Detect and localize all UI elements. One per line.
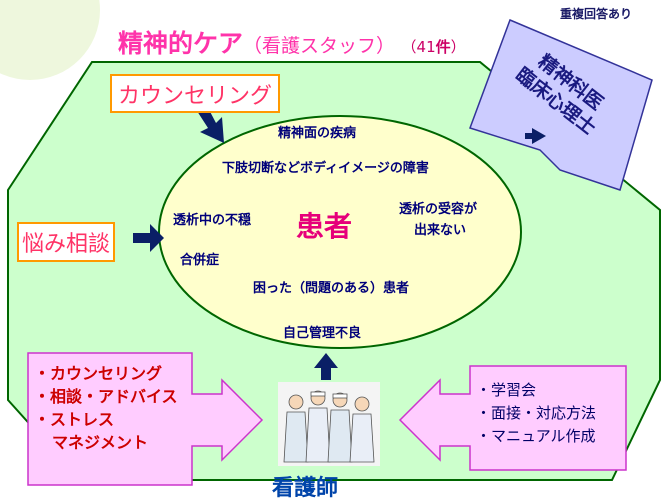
issue-mental-illness: 精神面の疾病 bbox=[278, 126, 357, 141]
issue-difficult-patient: 困った（問題のある）患者 bbox=[253, 281, 410, 296]
support-list: ・学習会 ・面接・対応方法 ・マニュアル作成 bbox=[476, 379, 596, 448]
list-item: ・ストレス bbox=[34, 410, 115, 429]
issue-dialysis-acceptance-1: 透析の受容が bbox=[399, 202, 478, 217]
nurse-actions-arrow-box bbox=[27, 352, 264, 486]
support-arrow-box bbox=[398, 365, 627, 471]
psychiatry-box bbox=[469, 19, 653, 191]
page-title: 精神的ケア（看護スタッフ）（41件） bbox=[118, 29, 466, 58]
worry-consultation-box: 悩み相談 bbox=[17, 222, 116, 262]
arrow-icon bbox=[314, 353, 338, 380]
arrow-icon bbox=[133, 224, 164, 252]
nurse-group-icon bbox=[278, 382, 380, 466]
list-item: ・学習会 bbox=[476, 381, 537, 399]
arrow-icon bbox=[197, 104, 224, 143]
patient-ellipse bbox=[158, 115, 522, 349]
issue-poor-self-management: 自己管理不良 bbox=[283, 326, 362, 341]
list-item: ・マニュアル作成 bbox=[476, 427, 596, 445]
arrow-icon bbox=[525, 128, 546, 144]
list-item: ・面接・対応方法 bbox=[476, 404, 597, 422]
duplicate-answer-note: 重複回答あり bbox=[560, 7, 633, 21]
counseling-box: カウンセリング bbox=[110, 74, 281, 113]
issue-dialysis-acceptance-2: 出来ない bbox=[414, 223, 467, 238]
issue-dialysis-agitation: 透析中の不穏 bbox=[173, 213, 252, 228]
issue-body-image: 下肢切断などボディイメージの障害 bbox=[222, 161, 429, 176]
list-item: マネジメント bbox=[52, 433, 149, 452]
nurse-label: 看護師 bbox=[272, 476, 339, 501]
issue-complications: 合併症 bbox=[180, 253, 220, 268]
nurse-actions-list: ・カウンセリング ・相談・アドバイス ・ストレス マネジメント bbox=[34, 362, 178, 454]
decoration-circle bbox=[0, 0, 100, 80]
patient-label: 患者 bbox=[296, 210, 353, 243]
list-item: ・相談・アドバイス bbox=[34, 387, 178, 406]
list-item: ・カウンセリング bbox=[34, 364, 163, 383]
